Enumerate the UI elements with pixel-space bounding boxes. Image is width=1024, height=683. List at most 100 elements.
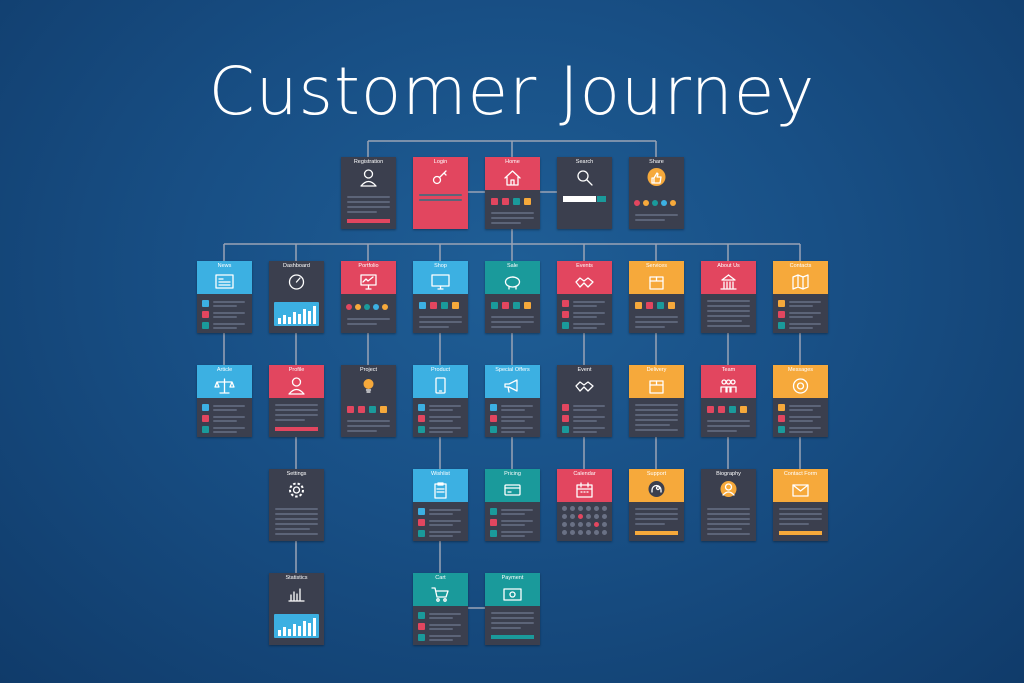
text-line xyxy=(429,427,461,429)
text-line xyxy=(789,312,821,314)
card-body xyxy=(629,294,684,333)
text-line xyxy=(275,523,318,525)
text-line xyxy=(213,431,237,433)
newspaper-icon xyxy=(212,271,237,291)
text-line xyxy=(501,520,533,522)
card-title: Registration xyxy=(353,159,384,165)
card-title: Dashboard xyxy=(283,263,310,269)
card-body xyxy=(485,606,540,645)
thumbnail xyxy=(490,426,497,433)
text-line xyxy=(491,612,534,614)
scales-icon xyxy=(212,375,237,395)
page-card-events: Events xyxy=(557,261,612,333)
card-title: Article xyxy=(216,367,233,373)
card-title: Calendar xyxy=(573,471,596,477)
page-card-profile: Profile xyxy=(269,365,324,437)
card-body xyxy=(197,294,252,333)
text-line xyxy=(275,528,310,530)
card-body xyxy=(629,502,684,541)
card-title: Profile xyxy=(288,367,305,373)
card-header: Contacts xyxy=(773,261,828,294)
text-line xyxy=(429,613,461,615)
text-line xyxy=(213,405,245,407)
thumbnail xyxy=(418,426,425,433)
text-line xyxy=(347,425,390,427)
card-header: Article xyxy=(197,365,252,398)
chart-bar xyxy=(278,318,281,324)
card-body xyxy=(485,294,540,333)
card-title: Portfolio xyxy=(358,263,379,269)
thumbnail xyxy=(562,404,569,411)
page-card-services: Services xyxy=(629,261,684,333)
card-body xyxy=(197,398,252,437)
text-line xyxy=(789,323,821,325)
calendar-day xyxy=(586,522,591,527)
thumbnail xyxy=(202,311,209,318)
submit-bar xyxy=(779,531,822,535)
text-line xyxy=(501,535,525,537)
text-line xyxy=(635,219,665,221)
text-line xyxy=(789,416,821,418)
text-line xyxy=(635,316,678,318)
text-line xyxy=(573,420,597,422)
thumbnail xyxy=(418,404,425,411)
card-body xyxy=(773,294,828,333)
calendar-day xyxy=(570,522,575,527)
text-line xyxy=(707,508,750,510)
text-line xyxy=(707,528,742,530)
text-line xyxy=(213,323,245,325)
tile xyxy=(419,302,426,309)
tile xyxy=(524,302,531,309)
text-line xyxy=(347,430,377,432)
thumbnail xyxy=(490,508,497,515)
card-body xyxy=(413,606,468,645)
card-header: Wishlist xyxy=(413,469,468,502)
calendar-day xyxy=(602,506,607,511)
text-line xyxy=(275,508,318,510)
calendar-icon xyxy=(572,479,597,499)
chart-bar xyxy=(293,312,296,324)
thumbnail xyxy=(778,300,785,307)
card-body xyxy=(269,502,324,541)
page-card-share: Share xyxy=(629,157,684,229)
presentation-icon xyxy=(356,271,381,291)
text-line xyxy=(347,318,390,320)
text-line xyxy=(501,405,533,407)
page-card-contact-form: Contact Form xyxy=(773,469,828,541)
card-title: Wishlist xyxy=(431,471,450,477)
text-line xyxy=(347,196,390,198)
tile xyxy=(657,302,664,309)
text-line xyxy=(429,431,453,433)
tile xyxy=(707,406,714,413)
page-card-support: Support xyxy=(629,469,684,541)
text-line xyxy=(491,217,534,219)
text-line xyxy=(501,420,525,422)
card-body xyxy=(341,398,396,437)
social-dot xyxy=(382,304,388,310)
card-body xyxy=(701,294,756,333)
text-line xyxy=(501,524,525,526)
card-header: Share xyxy=(629,157,684,190)
social-dot xyxy=(355,304,361,310)
card-body xyxy=(557,294,612,333)
thumbnail xyxy=(418,519,425,526)
social-dot xyxy=(373,304,379,310)
card-header: Settings xyxy=(269,469,324,502)
social-dot xyxy=(670,200,676,206)
card-body xyxy=(485,190,540,229)
chart-bar xyxy=(313,618,316,636)
text-line xyxy=(635,513,678,515)
page-card-login: Login xyxy=(413,157,468,229)
text-line xyxy=(707,305,750,307)
social-dot xyxy=(364,304,370,310)
thumbnail xyxy=(490,530,497,537)
calendar-day xyxy=(602,530,607,535)
page-card-cart: Cart xyxy=(413,573,468,645)
text-line xyxy=(635,321,678,323)
page-card-event: Event xyxy=(557,365,612,437)
calendar-day xyxy=(562,522,567,527)
gauge-icon xyxy=(284,271,309,291)
text-line xyxy=(491,326,521,328)
text-line xyxy=(789,305,813,307)
home-icon xyxy=(500,167,525,187)
